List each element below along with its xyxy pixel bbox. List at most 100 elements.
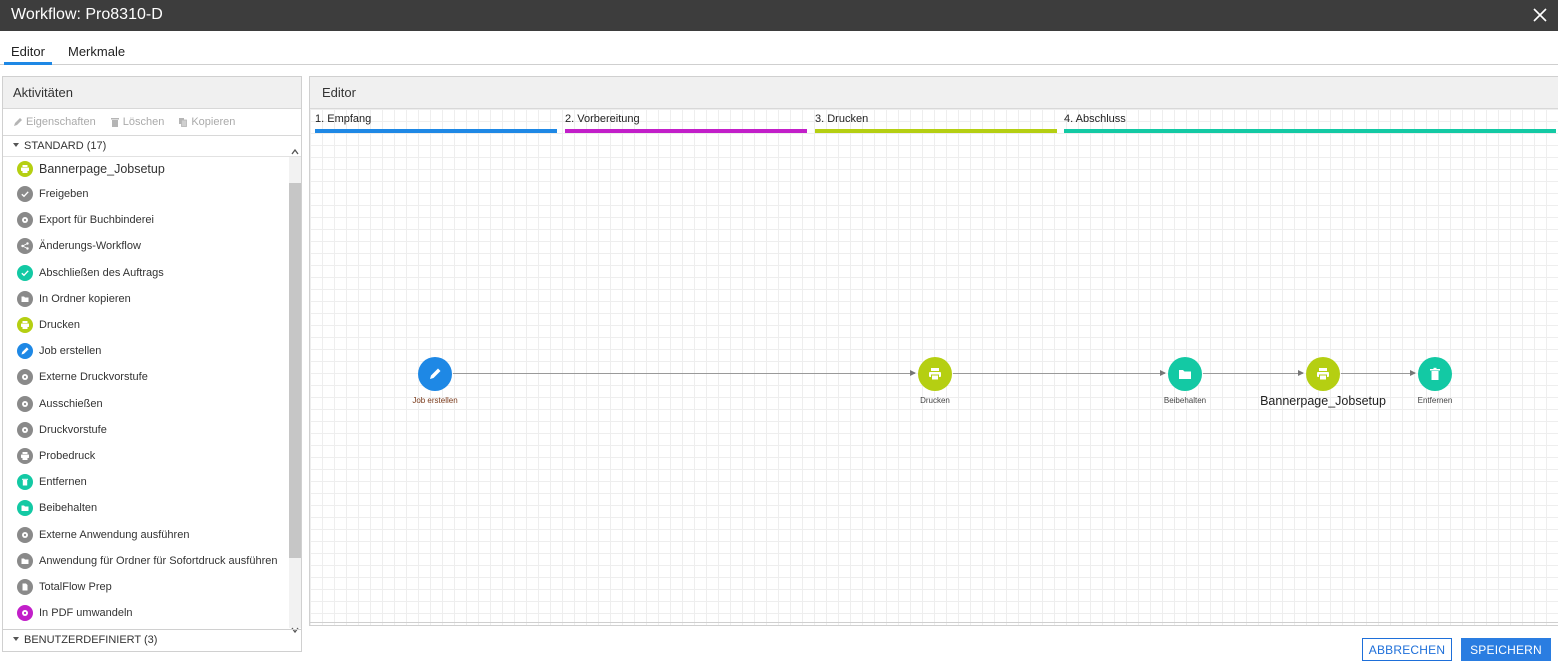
connection-arrow[interactable] — [953, 370, 1166, 376]
gear-icon — [17, 369, 33, 386]
scrollbar-thumb[interactable] — [289, 183, 301, 558]
group-custom[interactable]: BENUTZERDEFINIERT (3) — [3, 629, 301, 651]
activity-item-label: Änderungs-Workflow — [39, 240, 141, 253]
node-label: Beibehalten — [1163, 396, 1207, 405]
activity-item[interactable]: Externe Druckvorstufe — [3, 364, 289, 390]
activity-item[interactable]: Entfernen — [3, 469, 289, 495]
node-label: Entfernen — [1417, 396, 1453, 405]
copy-label: Kopieren — [191, 116, 236, 128]
scroll-up-icon[interactable] — [289, 145, 301, 159]
activity-item-label: Externe Druckvorstufe — [39, 371, 148, 384]
activity-item-label: Druckvorstufe — [39, 423, 107, 436]
phase-vorbereitung[interactable]: 2. Vorbereitung — [565, 113, 807, 133]
activity-item-label: In PDF umwandeln — [39, 607, 133, 620]
phase-label: 3. Drucken — [815, 113, 869, 125]
activity-item[interactable]: In Ordner kopieren — [3, 286, 289, 312]
trash-icon — [1430, 367, 1440, 380]
folder-icon — [17, 500, 33, 517]
share-icon — [17, 238, 33, 255]
properties-label: Eigenschaften — [26, 116, 96, 128]
activity-item-label: Anwendung für Ordner für Sofortdruck aus… — [39, 554, 278, 567]
phase-bar — [315, 129, 557, 133]
folder-icon — [17, 552, 33, 569]
printer-icon — [17, 317, 33, 334]
activity-item[interactable]: Export für Buchbinderei — [3, 207, 289, 233]
title-bar: Workflow: Pro8310-D — [0, 0, 1558, 31]
activity-item[interactable]: Beibehalten — [3, 495, 289, 521]
activity-item[interactable]: Job erstellen — [3, 338, 289, 364]
document-icon — [17, 578, 33, 595]
activity-item[interactable]: Druckvorstufe — [3, 417, 289, 443]
phase-bar — [1064, 129, 1556, 133]
activity-item-label: Abschließen des Auftrags — [39, 266, 164, 279]
copy-icon — [179, 118, 188, 127]
workflow-canvas[interactable]: 1. Empfang 2. Vorbereitung 3. Drucken 4.… — [310, 109, 1558, 625]
activity-item-label: Freigeben — [39, 188, 89, 201]
copy-button[interactable]: Kopieren — [178, 116, 235, 128]
activity-item[interactable]: Freigeben — [3, 181, 289, 207]
activity-item[interactable]: Bannerpage_Jobsetup — [3, 157, 289, 181]
activities-panel: Aktivitäten Eigenschaften Löschen Kopier… — [2, 76, 302, 652]
editor-title: Editor — [310, 77, 1558, 109]
node-drucken[interactable] — [918, 357, 952, 391]
gear-icon — [17, 526, 33, 543]
gear-icon — [17, 421, 33, 438]
node-label: Bannerpage_Jobsetup — [1260, 394, 1386, 408]
caret-down-icon — [13, 143, 19, 148]
save-button[interactable]: SPEICHERN — [1461, 638, 1551, 661]
properties-button[interactable]: Eigenschaften — [13, 116, 96, 128]
printer-icon — [17, 161, 33, 177]
activity-item-label: Beibehalten — [39, 502, 98, 515]
node-bannerpage-jobsetup[interactable] — [1306, 357, 1340, 391]
activity-item-label: Job erstellen — [39, 345, 102, 358]
phase-label: 1. Empfang — [315, 113, 372, 125]
activity-item[interactable]: Anwendung für Ordner für Sofortdruck aus… — [3, 548, 289, 574]
gear-icon — [17, 395, 33, 412]
workflow-editor: Editor 1. Empfang 2. Vorbereitung 3. Dru… — [309, 76, 1558, 626]
phase-drucken[interactable]: 3. Drucken — [815, 113, 1057, 133]
node-job-erstellen[interactable] — [418, 357, 452, 391]
activity-item[interactable]: Änderungs-Workflow — [3, 233, 289, 259]
folder-icon — [1179, 370, 1191, 379]
activity-item-label: In Ordner kopieren — [39, 292, 131, 305]
delete-button[interactable]: Löschen — [110, 116, 164, 128]
cancel-button[interactable]: ABBRECHEN — [1362, 638, 1452, 661]
printer-icon — [17, 447, 33, 464]
phase-bar — [815, 129, 1057, 133]
activity-item[interactable]: Abschließen des Auftrags — [3, 260, 289, 286]
pencil-icon — [14, 118, 22, 126]
activity-item-label: Entfernen — [39, 476, 87, 489]
node-label: Drucken — [920, 396, 950, 405]
activity-item-label: Export für Buchbinderei — [39, 214, 154, 227]
activity-item[interactable]: Probedruck — [3, 443, 289, 469]
close-icon[interactable] — [1530, 5, 1550, 25]
activity-item[interactable]: Ausschießen — [3, 391, 289, 417]
phase-abschluss[interactable]: 4. Abschluss — [1064, 113, 1556, 133]
activities-toolbar: Eigenschaften Löschen Kopieren — [3, 109, 301, 135]
activity-item[interactable]: TotalFlow Prep — [3, 574, 289, 600]
pencil-icon — [430, 368, 441, 379]
activity-item[interactable]: Drucken — [3, 312, 289, 338]
check-icon — [17, 264, 33, 281]
check-icon — [17, 186, 33, 203]
activity-item-label: Externe Anwendung ausführen — [39, 528, 190, 541]
gear-icon — [17, 212, 33, 229]
folder-icon — [17, 290, 33, 307]
activity-item-label: Probedruck — [39, 449, 96, 462]
tab-merkmale[interactable]: Merkmale — [68, 44, 126, 59]
activity-item[interactable]: Externe Anwendung ausführen — [3, 521, 289, 547]
tab-editor[interactable]: Editor — [4, 44, 52, 65]
group-custom-label: BENUTZERDEFINIERT (3) — [24, 634, 158, 646]
phase-empfang[interactable]: 1. Empfang — [315, 113, 557, 133]
activity-item[interactable]: In PDF umwandeln — [3, 600, 289, 626]
tab-bar: Editor Merkmale — [0, 31, 1558, 65]
printer-icon — [929, 368, 941, 381]
group-standard[interactable]: STANDARD (17) — [3, 135, 301, 157]
connection-arrow[interactable] — [453, 370, 916, 376]
activity-item-label: Drucken — [39, 319, 80, 332]
connection-arrow[interactable] — [1203, 370, 1304, 376]
node-beibehalten[interactable] — [1168, 357, 1202, 391]
connection-arrow[interactable] — [1341, 370, 1416, 376]
node-entfernen[interactable] — [1418, 357, 1452, 391]
pencil-icon — [17, 343, 33, 360]
